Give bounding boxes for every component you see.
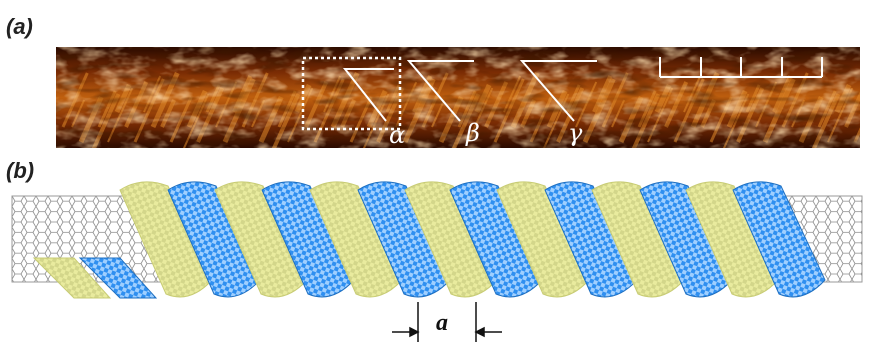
pitch-dimension <box>392 302 502 342</box>
ribbon-blue <box>732 181 826 298</box>
alpha-label: α <box>389 121 405 148</box>
pitch-label: a <box>436 310 448 336</box>
pitch-markers <box>659 57 823 78</box>
beta-label: β <box>465 119 480 147</box>
panel-b-label: (b) <box>6 158 35 183</box>
beta-marker <box>406 60 474 122</box>
ribbon-yellow <box>32 257 112 299</box>
helix-model <box>11 181 863 342</box>
ribbon-blue <box>78 257 158 299</box>
selection-box <box>301 56 402 131</box>
panel-a-label: (a) <box>6 14 33 39</box>
gamma-label: γ <box>568 119 583 147</box>
gamma-marker <box>519 60 597 122</box>
stm-micrograph: α β γ <box>56 47 860 148</box>
alpha-marker <box>342 68 394 122</box>
